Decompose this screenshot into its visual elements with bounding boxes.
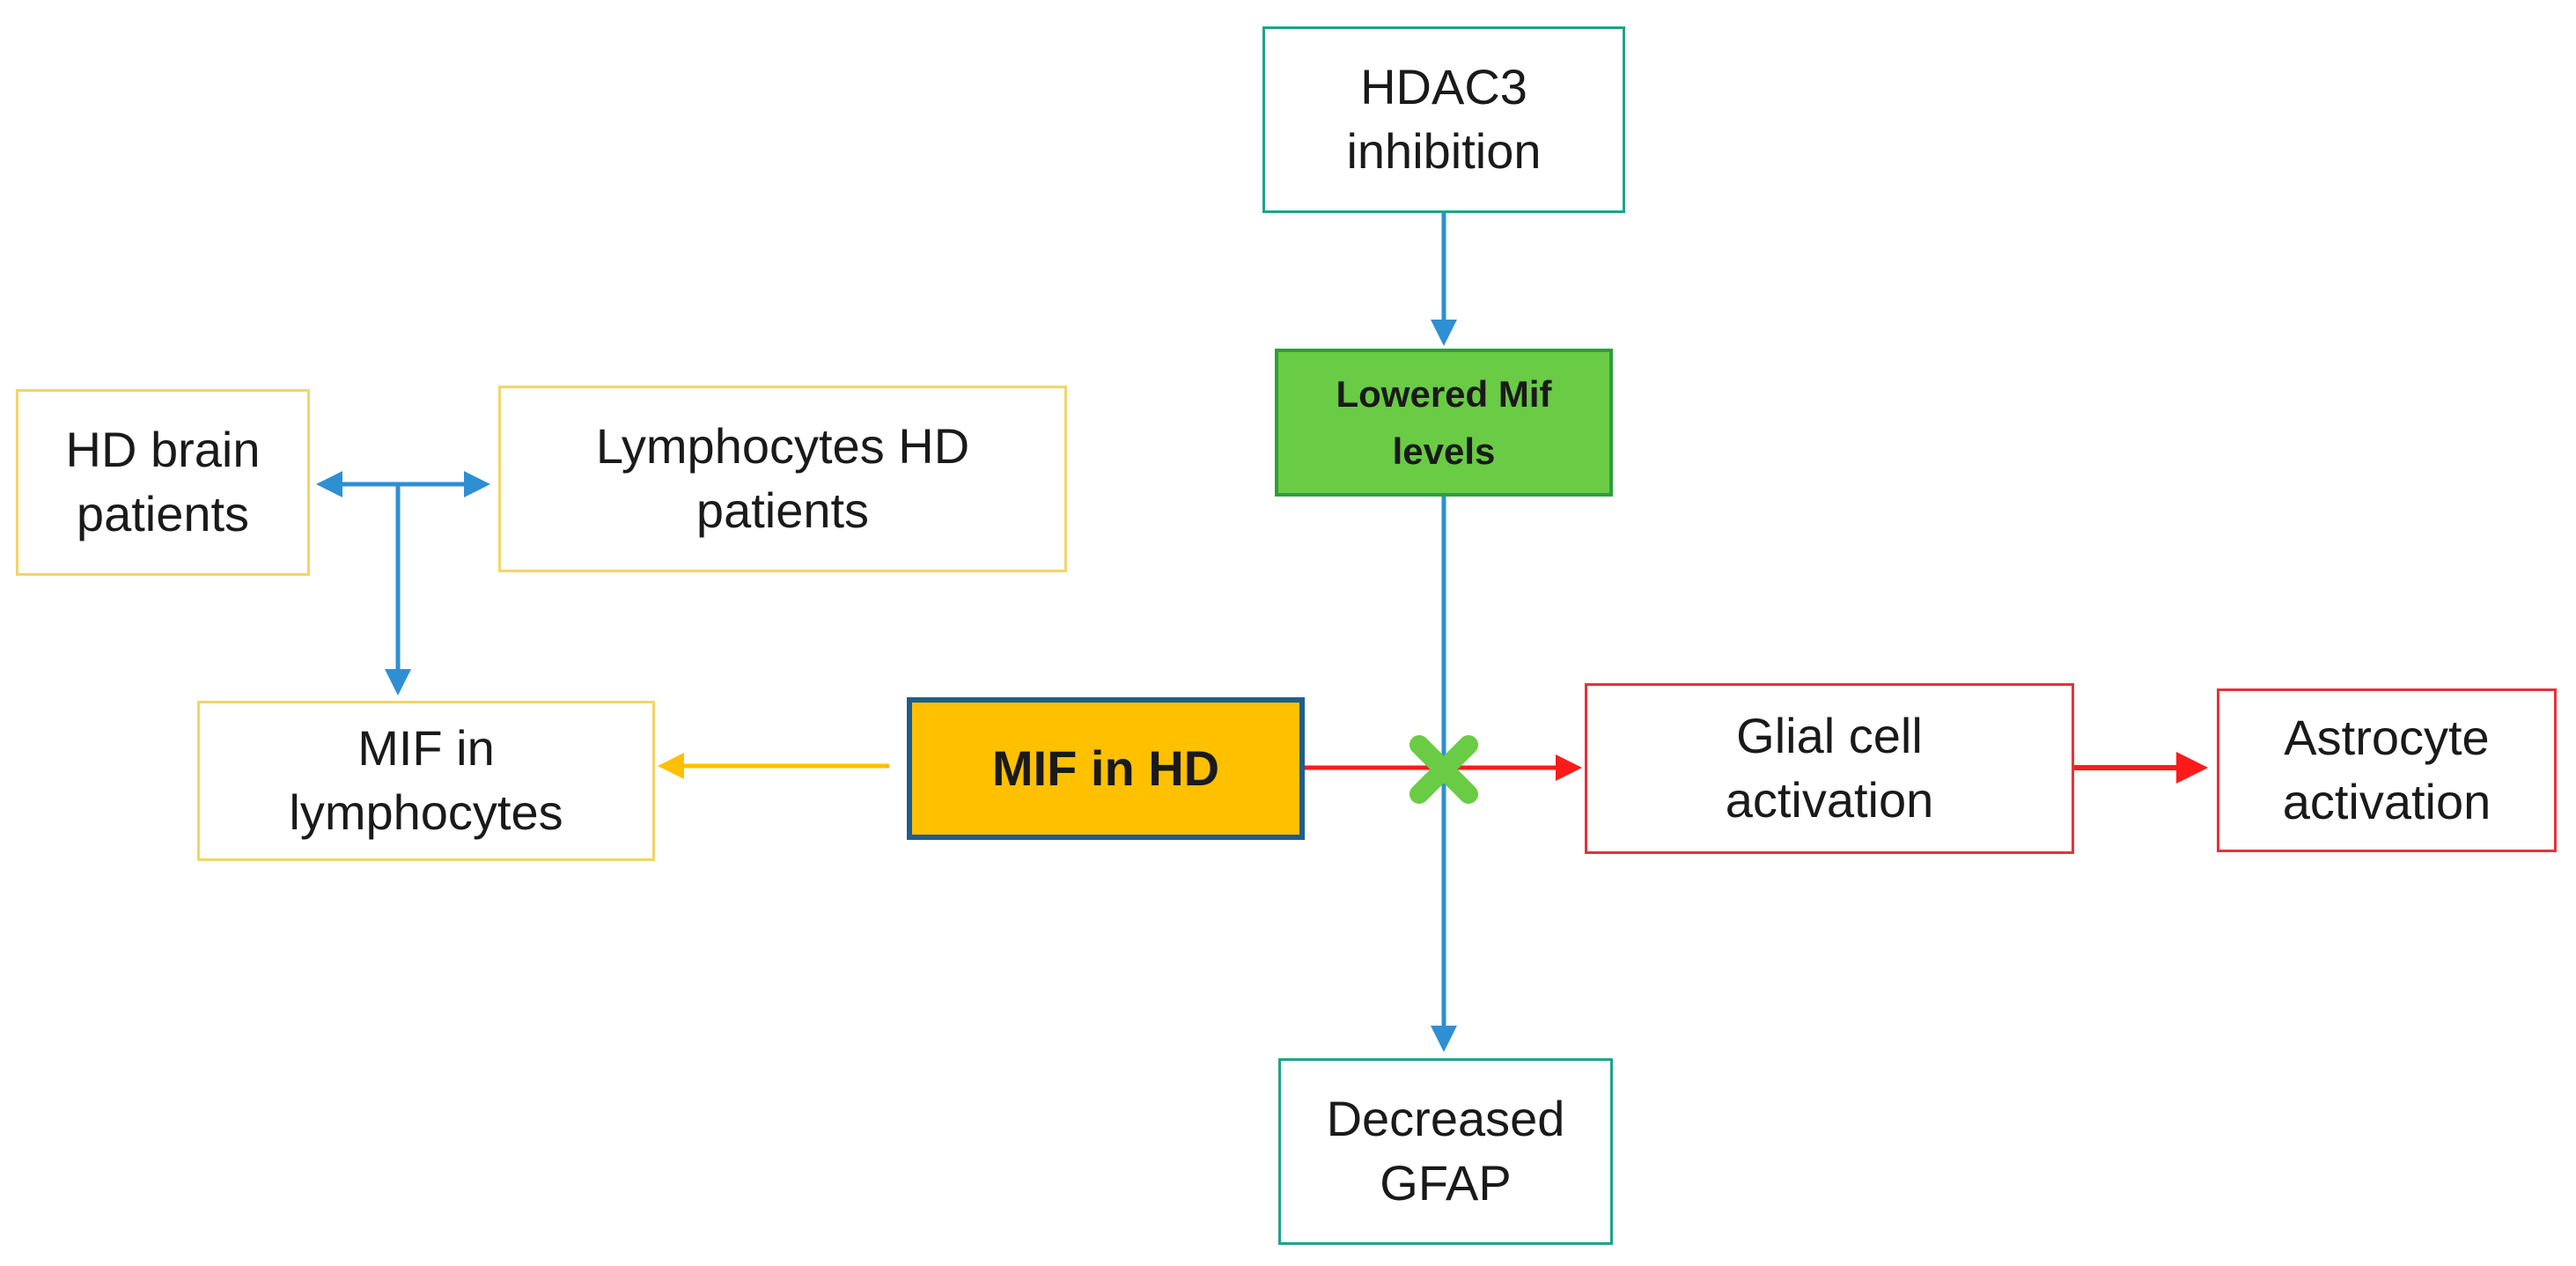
node-glial-cell-activation: Glial cell activation [1585, 683, 2074, 854]
node-lowered-mif-levels: Lowered Mif levels [1275, 349, 1613, 497]
node-hdac3-inhibition: HDAC3 inhibition [1262, 26, 1625, 213]
node-decreased-gfap: Decreased GFAP [1278, 1058, 1613, 1245]
node-hd-brain-patients: HD brain patients [16, 389, 310, 576]
node-mif-in-lymphocytes: MIF in lymphocytes [197, 701, 655, 861]
node-lymphocytes-hd-patients: Lymphocytes HD patients [498, 386, 1067, 572]
node-mif-in-hd: MIF in HD [907, 697, 1305, 840]
inhibition-cross-icon [1409, 735, 1478, 804]
node-astrocyte-activation: Astrocyte activation [2217, 688, 2557, 852]
